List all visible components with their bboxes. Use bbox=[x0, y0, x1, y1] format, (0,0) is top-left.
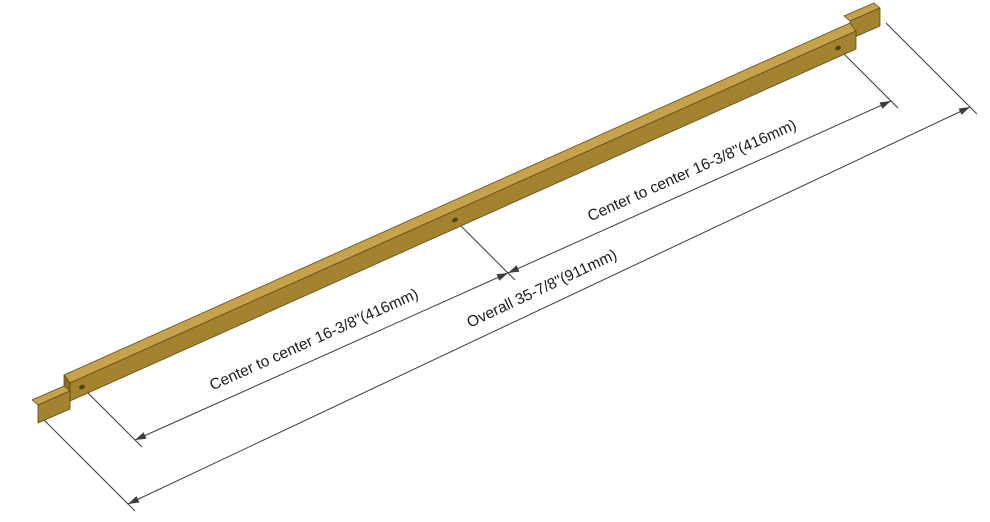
mounting-hole-right bbox=[835, 45, 841, 51]
dimension-label: Overall 35-7/8"(911mm) bbox=[464, 246, 619, 331]
dimension-line bbox=[127, 106, 971, 505]
extension-line bbox=[843, 53, 899, 109]
extension-line bbox=[43, 419, 136, 512]
dimension-line bbox=[507, 100, 892, 274]
dimension-overall: Overall 35-7/8"(911mm) bbox=[43, 22, 978, 512]
extension-line bbox=[460, 225, 516, 281]
mounting-hole-left bbox=[79, 384, 85, 390]
left-foot-front-face bbox=[37, 390, 71, 424]
dimensions: Center to center 16-3/8"(416mm) Center t… bbox=[43, 22, 978, 512]
dimension-line bbox=[134, 272, 509, 441]
extension-line bbox=[885, 22, 978, 115]
bar-top-face bbox=[63, 22, 857, 384]
handle-bar bbox=[31, 2, 881, 424]
extension-line bbox=[87, 392, 143, 448]
